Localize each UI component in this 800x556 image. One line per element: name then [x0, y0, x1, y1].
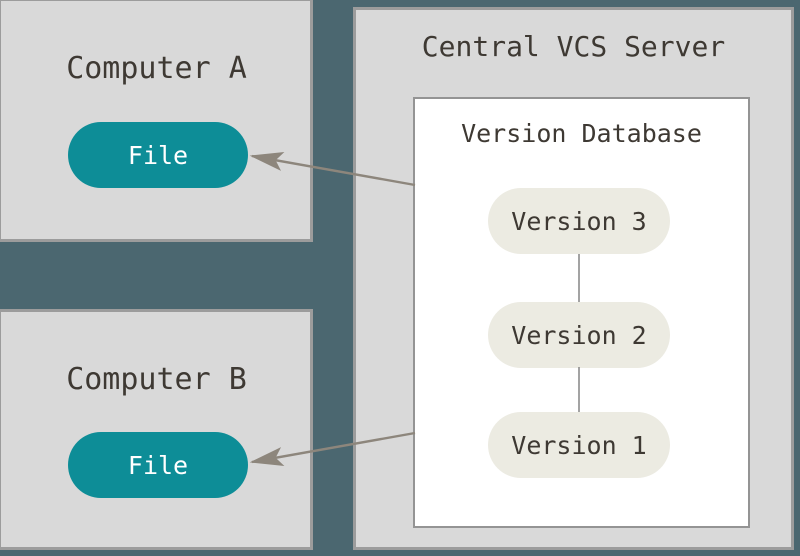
- version-database-title: Version Database: [461, 119, 702, 148]
- computer-a-title: Computer A: [66, 51, 247, 86]
- computer-a-file-label: File: [127, 140, 189, 170]
- computer-b-box: [0, 309, 313, 550]
- computer-b-title: Computer B: [66, 362, 247, 397]
- version-3-label: Version 3: [511, 206, 647, 236]
- computer-b-file-label: File: [127, 450, 189, 480]
- version-1-label: Version 1: [511, 430, 647, 460]
- central-server-title: Central VCS Server: [421, 30, 726, 63]
- computer-b-file-pill: File: [68, 432, 248, 498]
- version-2-pill: Version 2: [488, 302, 670, 368]
- version-1-pill: Version 1: [488, 412, 670, 478]
- version-3-pill: Version 3: [488, 188, 670, 254]
- computer-a-file-pill: File: [68, 122, 248, 188]
- computer-a-box: [0, 0, 313, 242]
- version-2-label: Version 2: [511, 320, 647, 350]
